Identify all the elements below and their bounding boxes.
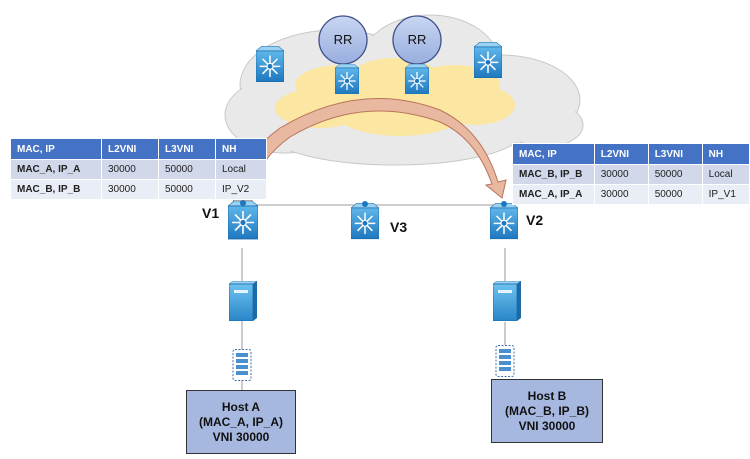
server-a: [229, 281, 257, 321]
table-cell: MAC_A, IP_A: [512, 184, 595, 205]
column-header: L2VNI: [593, 143, 649, 165]
vtep-v1-switch: [228, 200, 258, 240]
host-b-box: Host B (MAC_B, IP_B) VNI 30000: [491, 379, 603, 443]
host-b-name: Host B: [527, 388, 567, 403]
route-advertisement-arrow: [232, 98, 507, 206]
table-cell: 50000: [158, 159, 216, 180]
host-a-address: (MAC_A, IP_A): [198, 414, 283, 429]
table-cell: 50000: [647, 164, 703, 185]
table-row: MAC_B, IP_B 30000 50000 IP_V2: [10, 179, 267, 200]
host-b-address: (MAC_B, IP_B): [504, 403, 589, 418]
route-reflector-2-label: RR: [407, 32, 427, 47]
host-a-vni: VNI 30000: [212, 429, 270, 444]
v2-routing-table: MAC, IP L2VNI L3VNI NH MAC_B, IP_B 30000…: [512, 143, 750, 205]
vtep-v1-label: V1: [202, 205, 220, 221]
vtep-v3-label: V3: [390, 219, 408, 235]
table-cell: IP_V1: [701, 184, 750, 205]
spine-switch-4: [474, 42, 502, 78]
table-cell: MAC_B, IP_B: [10, 179, 102, 200]
host-a-name: Host A: [221, 399, 261, 414]
host-b-vni: VNI 30000: [518, 418, 576, 433]
table-row: MAC_B, IP_B 30000 50000 Local: [512, 164, 750, 185]
table-cell: IP_V2: [215, 179, 267, 200]
table-row: MAC_A, IP_A 30000 50000 Local: [10, 159, 267, 180]
spine-switch-2: [335, 64, 359, 94]
table-cell: MAC_B, IP_B: [512, 164, 595, 185]
table-row: MAC_A, IP_A 30000 50000 IP_V1: [512, 184, 750, 205]
server-b: [493, 281, 521, 321]
table-cell: 50000: [158, 179, 216, 200]
table-cell: Local: [215, 159, 267, 180]
table-cell: Local: [701, 164, 750, 185]
host-a-icon: [232, 349, 252, 381]
route-reflector-1-label: RR: [333, 32, 353, 47]
column-header: MAC, IP: [10, 138, 102, 160]
table-cell: 30000: [593, 184, 649, 205]
v1-routing-table: MAC, IP L2VNI L3VNI NH MAC_A, IP_A 30000…: [10, 138, 267, 200]
table-cell: 50000: [647, 184, 703, 205]
column-header: NH: [215, 138, 267, 160]
spine-switch-3: [405, 64, 429, 94]
table-cell: 30000: [101, 159, 159, 180]
host-a-box: Host A (MAC_A, IP_A) VNI 30000: [186, 390, 296, 454]
table-cell: MAC_A, IP_A: [10, 159, 102, 180]
table-cell: 30000: [101, 179, 159, 200]
column-header: MAC, IP: [512, 143, 595, 165]
host-b-icon: [495, 345, 515, 377]
vtep-v2-label: V2: [526, 212, 544, 228]
vtep-v3-switch: [351, 202, 379, 240]
column-header: NH: [701, 143, 750, 165]
column-header: L3VNI: [158, 138, 216, 160]
spine-switch-1: [256, 46, 284, 82]
table-header-row: MAC, IP L2VNI L3VNI NH: [10, 138, 267, 160]
column-header: L2VNI: [101, 138, 159, 160]
vtep-v2-switch: [490, 202, 518, 240]
table-header-row: MAC, IP L2VNI L3VNI NH: [512, 143, 750, 165]
column-header: L3VNI: [647, 143, 703, 165]
table-cell: 30000: [593, 164, 649, 185]
